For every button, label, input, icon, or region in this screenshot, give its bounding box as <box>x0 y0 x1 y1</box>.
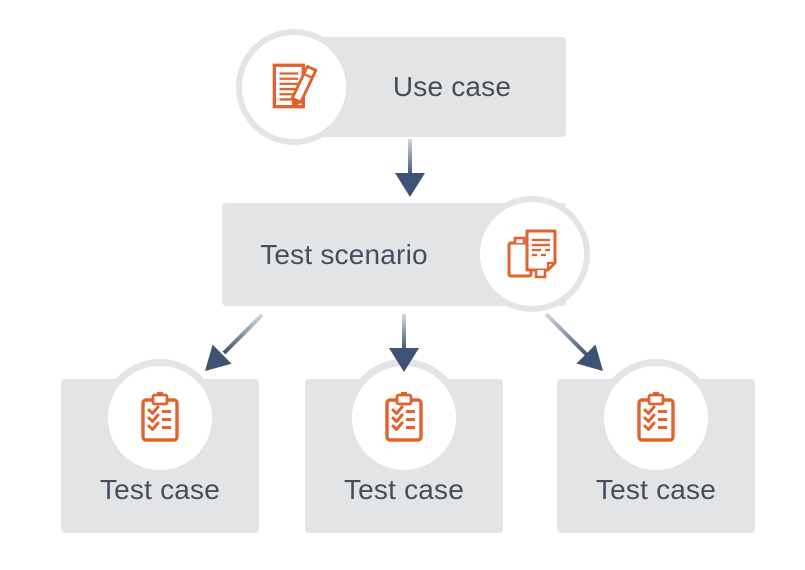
test-case-1-label: Test case <box>99 474 221 505</box>
arrow-scenario-to-test-case-3 <box>544 312 603 371</box>
document-pencil-icon <box>272 63 318 109</box>
clipboard-checklist-icon <box>637 392 675 442</box>
test-case-2-label: Test case <box>343 474 465 505</box>
use-case-label: Use case <box>392 71 512 102</box>
arrow-scenario-to-test-case-1 <box>205 313 264 371</box>
clipboard-checklist-icon <box>141 392 179 442</box>
test-case-1-icon-circle <box>101 359 219 477</box>
test-case-3-label: Test case <box>595 474 717 505</box>
test-case-2-icon-circle <box>345 359 463 477</box>
test-scenario-icon-circle <box>474 196 590 312</box>
use-case-icon-circle <box>236 29 352 145</box>
documents-icon <box>507 229 557 279</box>
test-case-3-icon-circle <box>597 359 715 477</box>
test-scenario-label: Test scenario <box>260 239 428 270</box>
clipboard-checklist-icon <box>385 392 423 442</box>
arrow-use-case-to-scenario <box>395 139 425 197</box>
